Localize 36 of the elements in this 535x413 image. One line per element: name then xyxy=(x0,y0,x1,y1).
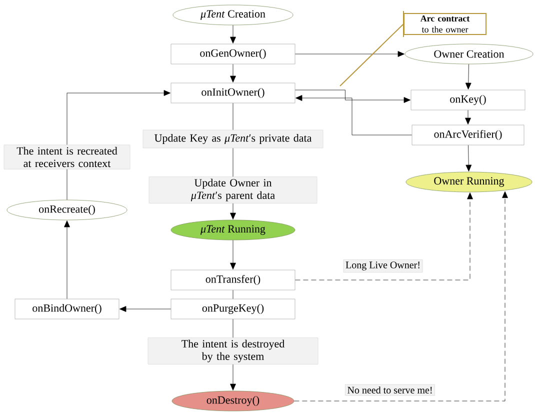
arrow xyxy=(465,64,472,90)
arrow xyxy=(294,191,508,402)
note-box: Update Owner in μTent′s parent data xyxy=(148,176,318,204)
connector-line xyxy=(232,290,234,299)
arrow xyxy=(230,25,236,44)
connector-line xyxy=(232,103,234,130)
note-box: The intent is recreated at receivers context xyxy=(4,144,130,170)
arrow xyxy=(465,110,471,124)
process-box: onBindOwner() xyxy=(14,298,120,320)
process-box: onKey() xyxy=(410,90,526,110)
arrow xyxy=(466,145,472,172)
process-box: onGenOwner() xyxy=(170,44,296,64)
note-box: The intent is destroyed by the system xyxy=(148,338,318,364)
connector-line xyxy=(232,319,234,338)
edge-label: No need to serve me! xyxy=(345,384,435,396)
connector-line xyxy=(66,169,68,200)
arrow xyxy=(230,203,236,220)
arrow xyxy=(296,95,412,136)
arrow xyxy=(230,64,236,82)
process-box: onPurgeKey() xyxy=(170,298,296,320)
arrow xyxy=(295,51,404,57)
leader-line xyxy=(340,10,404,86)
callout-box: Arc contract to the owner xyxy=(404,13,486,36)
note-box: Update Key as μTent′s private data xyxy=(142,130,324,148)
arrow xyxy=(295,90,410,103)
arrow xyxy=(295,192,473,280)
connector-line xyxy=(232,148,234,177)
arrow xyxy=(120,306,171,312)
process-box: onTransfer() xyxy=(170,270,296,290)
arrow xyxy=(66,90,170,145)
edge-label: Long Live Owner! xyxy=(343,259,423,273)
process-box: onArcVerifier() xyxy=(412,124,524,146)
process-box: onInitOwner() xyxy=(170,82,296,104)
arrow xyxy=(230,240,236,270)
arrow xyxy=(230,364,236,390)
arrow xyxy=(64,220,70,299)
